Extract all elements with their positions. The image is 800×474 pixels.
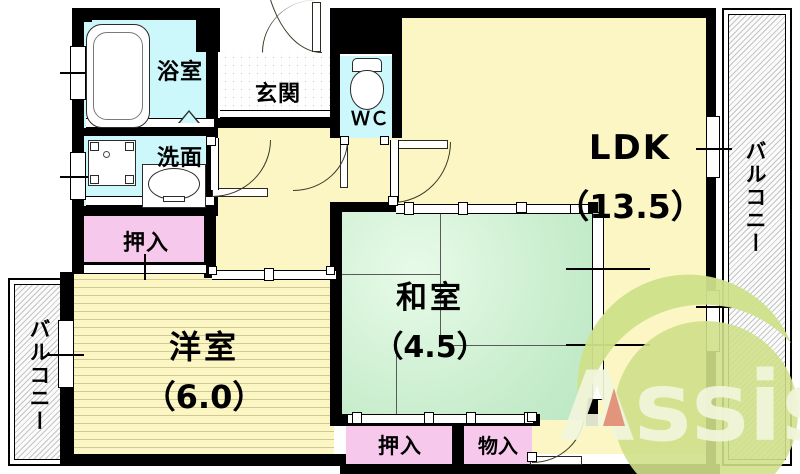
wall-bath-partition xyxy=(72,128,218,136)
washing-machine-pan-icon xyxy=(88,140,136,186)
pan-corner xyxy=(125,142,134,151)
wall-washitsu-top xyxy=(330,202,396,212)
door-knob[interactable] xyxy=(527,452,537,462)
door-knob[interactable] xyxy=(208,266,217,275)
pan-corner xyxy=(90,142,99,151)
bathtub-icon xyxy=(86,24,150,128)
door-knob[interactable] xyxy=(527,412,537,422)
label-ldk-size: （13.5） xyxy=(556,187,704,226)
wall-closet-right xyxy=(204,206,216,278)
wall-washitsu-topright xyxy=(588,202,598,214)
window-washroom-centerline xyxy=(60,176,96,178)
door-knob[interactable] xyxy=(516,202,527,213)
room-genkan xyxy=(218,50,332,118)
toilet-bowl-icon xyxy=(350,70,384,110)
wall-genkan-left xyxy=(206,42,220,52)
tatami-seam xyxy=(340,274,440,275)
door-knob[interactable] xyxy=(458,202,468,215)
door-oshiire-bottom[interactable] xyxy=(348,414,530,424)
label-balcony-right: バルコニー xyxy=(743,140,767,255)
pan-corner xyxy=(90,175,99,184)
window-yoshitsu-centerline xyxy=(48,354,84,356)
genkan-tile-pattern xyxy=(218,50,332,118)
label-balcony-left: バルコニー xyxy=(27,318,51,433)
window-ldk-lower-centerline xyxy=(696,306,732,308)
room-yoshitsu xyxy=(72,272,334,454)
door-knob[interactable] xyxy=(352,412,362,424)
wall-wc-left xyxy=(330,46,340,138)
pan-corner xyxy=(125,175,134,184)
wall-top-bath xyxy=(72,8,218,20)
closet-mono-ire xyxy=(462,424,532,466)
label-washitsu-size: （4.5） xyxy=(373,330,487,365)
wall-washroom-bottom xyxy=(72,206,218,216)
pan-drain xyxy=(103,151,110,158)
door-knob[interactable] xyxy=(340,136,349,145)
door-knob[interactable] xyxy=(466,412,476,424)
label-oshiire-left: 押入 xyxy=(122,231,169,256)
genkan-step-edge xyxy=(220,110,330,118)
window-ldk-upper-centerline xyxy=(696,148,732,150)
wall-top-ldk xyxy=(392,8,714,18)
label-mono-ire: 物入 xyxy=(478,434,518,458)
tatami-seam xyxy=(396,345,397,420)
door-yoshitsu-sliding[interactable] xyxy=(212,270,336,280)
tatami-seam xyxy=(440,208,441,346)
window-bath-centerline xyxy=(60,72,96,74)
door-bath-sliding[interactable] xyxy=(86,118,214,128)
door-knob[interactable] xyxy=(570,204,580,214)
wall-closet-divider xyxy=(452,414,464,466)
wall-hall-bottom xyxy=(204,270,210,278)
door-knob[interactable] xyxy=(380,136,389,145)
label-senmen: 洗面 xyxy=(156,146,203,171)
door-senmen-jamb xyxy=(210,138,219,190)
wall-washitsu-left xyxy=(330,204,342,420)
window-washitsu-line1 xyxy=(566,268,650,270)
wall-washitsu-bottom xyxy=(330,414,348,426)
door-knob[interactable] xyxy=(404,202,414,215)
label-oshiire-bottom: 押入 xyxy=(378,434,422,458)
wall-washitsu-right-low xyxy=(586,398,598,426)
label-washitsu: 和室 xyxy=(396,280,464,316)
window-washitsu-line2 xyxy=(566,344,650,346)
window-ldk-upper xyxy=(706,116,720,178)
wall-genkan-bottom xyxy=(218,118,334,128)
label-wc: ＷＣ xyxy=(350,108,389,130)
wall-bottom-left xyxy=(60,454,346,466)
window-washitsu-right xyxy=(592,212,604,400)
door-washitsu-sliding-top[interactable] xyxy=(396,204,588,214)
wall-top-wc xyxy=(330,8,402,54)
balcony-left xyxy=(8,278,70,466)
door-knob[interactable] xyxy=(264,268,274,281)
wood-floor-pattern xyxy=(72,272,334,454)
wall-bottom-mid xyxy=(340,464,720,474)
window-ldk-lower xyxy=(706,290,720,352)
door-knob[interactable] xyxy=(388,196,398,206)
label-yoshitsu-size: （6.0） xyxy=(143,378,265,416)
bathtub-inner xyxy=(93,32,143,120)
balcony-hatch-left xyxy=(15,285,63,459)
faucet-icon xyxy=(163,196,185,202)
room-washitsu xyxy=(340,208,592,420)
door-knob[interactable] xyxy=(424,412,434,424)
wall-wc-right xyxy=(392,18,402,138)
wall-right-outer xyxy=(706,8,716,466)
label-yoshitsu: 洋室 xyxy=(168,328,239,366)
tatami-seam xyxy=(440,345,592,346)
door-knob[interactable] xyxy=(206,136,216,146)
closet-oshiire-bottom xyxy=(346,424,454,466)
label-yokushitsu: 浴室 xyxy=(156,60,203,85)
door-knob[interactable] xyxy=(326,266,335,275)
label-genkan: 玄関 xyxy=(254,82,301,107)
bath-vanity-icon xyxy=(178,110,200,123)
door-oshiire-left-split xyxy=(144,254,146,280)
label-ldk: LDK xyxy=(588,128,672,168)
